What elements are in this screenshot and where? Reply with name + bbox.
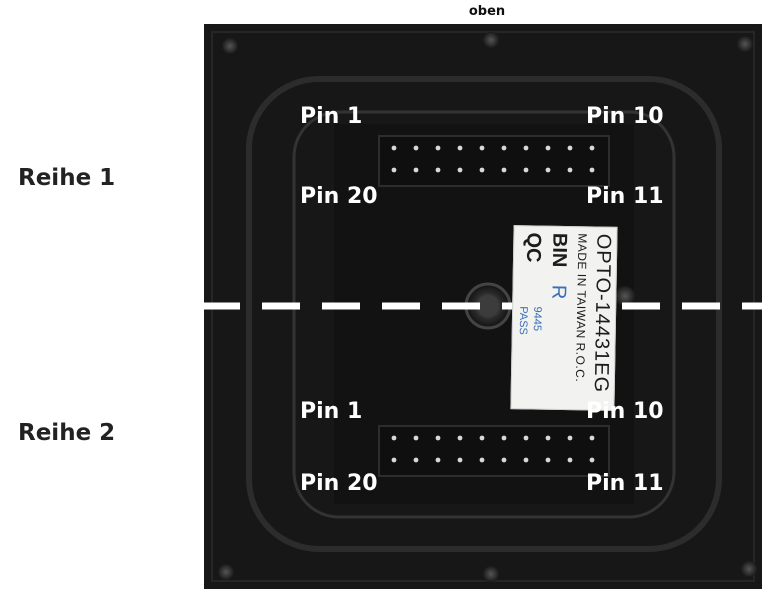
pin-dot	[457, 167, 463, 173]
pin-dot	[523, 167, 529, 173]
pin-dot	[501, 145, 507, 151]
pin-dot	[523, 145, 529, 151]
pin-dot	[435, 457, 441, 463]
pin-dot	[523, 457, 529, 463]
pin-label-row1-top-right: Pin 10	[586, 104, 664, 129]
sticker-model: OPTO-14431EG	[589, 233, 615, 394]
pin-dot	[413, 435, 419, 441]
pin-dot	[567, 145, 573, 151]
pin-label-row2-top-right: Pin 10	[586, 399, 664, 424]
pin-dot	[413, 145, 419, 151]
pin-dot	[567, 435, 573, 441]
pin-dot	[545, 435, 551, 441]
sticker-bin-value: R	[547, 284, 570, 300]
pin-dot	[479, 457, 485, 463]
center-hole-inner	[477, 295, 499, 317]
sticker-qc-label: QC	[521, 232, 545, 263]
pin-dot	[501, 457, 507, 463]
pin-dot	[501, 435, 507, 441]
pin-dot	[435, 167, 441, 173]
outer-rim	[246, 76, 722, 552]
pin-dot	[589, 435, 595, 441]
pin-label-row2-bottom-left: Pin 20	[300, 471, 378, 496]
pin-dot	[391, 435, 397, 441]
sticker-qc-status: PASS	[516, 306, 530, 335]
inner-rim	[292, 110, 676, 519]
sticker-qc-number: 9445	[530, 306, 544, 332]
pin-dot	[435, 145, 441, 151]
side-screw	[615, 286, 635, 306]
pin-dot	[501, 167, 507, 173]
pin-dot	[567, 167, 573, 173]
pin-dot	[589, 167, 595, 173]
pin-dot	[391, 145, 397, 151]
pin-dot	[413, 457, 419, 463]
pin-dot	[523, 435, 529, 441]
pin-dot	[589, 145, 595, 151]
sticker-bin-label: BIN	[547, 232, 571, 268]
row-2-label: Reihe 2	[18, 420, 116, 446]
pin-label-row2-top-left: Pin 1	[300, 399, 363, 424]
corner-screws	[218, 32, 757, 582]
screw-top-left	[222, 38, 238, 54]
pin-dot	[457, 435, 463, 441]
screw-top-middle	[483, 32, 499, 48]
pin-header-row-1	[378, 135, 610, 187]
top-label: oben	[468, 4, 506, 19]
pin-dot	[479, 167, 485, 173]
pin-dot	[435, 435, 441, 441]
pin-label-row1-bottom-right: Pin 11	[586, 184, 664, 209]
screw-bottom-left	[218, 564, 234, 580]
pin-dot	[545, 145, 551, 151]
module-back-drawing	[204, 24, 762, 589]
screw-bottom-right	[741, 561, 757, 577]
pin-dot	[413, 167, 419, 173]
pin-dots-row-1	[391, 145, 595, 173]
pin-dot	[457, 457, 463, 463]
pin-dot	[391, 457, 397, 463]
pin-dot	[457, 145, 463, 151]
pin-label-row1-top-left: Pin 1	[300, 104, 363, 129]
pin-dot	[567, 457, 573, 463]
pin-label-row2-bottom-right: Pin 11	[586, 471, 664, 496]
sticker-origin: MADE IN TAIWAN R.O.C.	[572, 233, 590, 383]
pin-dot	[589, 457, 595, 463]
row-1-label: Reihe 1	[18, 165, 116, 191]
pin-header-row-1-body	[378, 135, 610, 187]
product-sticker: OPTO-14431EG MADE IN TAIWAN R.O.C. BIN R…	[510, 225, 618, 411]
pin-dot	[545, 457, 551, 463]
pin-header-row-2-body	[378, 425, 610, 477]
pin-label-row1-bottom-left: Pin 20	[300, 184, 378, 209]
pin-dot	[479, 435, 485, 441]
pin-dot	[391, 167, 397, 173]
screw-bottom-middle	[483, 566, 499, 582]
pin-header-row-2	[378, 425, 610, 477]
screw-top-right	[737, 36, 753, 52]
pin-dot	[479, 145, 485, 151]
pin-dot	[545, 167, 551, 173]
pin-dots-row-2	[391, 435, 595, 463]
led-module-photo: OPTO-14431EG MADE IN TAIWAN R.O.C. BIN R…	[204, 24, 762, 589]
